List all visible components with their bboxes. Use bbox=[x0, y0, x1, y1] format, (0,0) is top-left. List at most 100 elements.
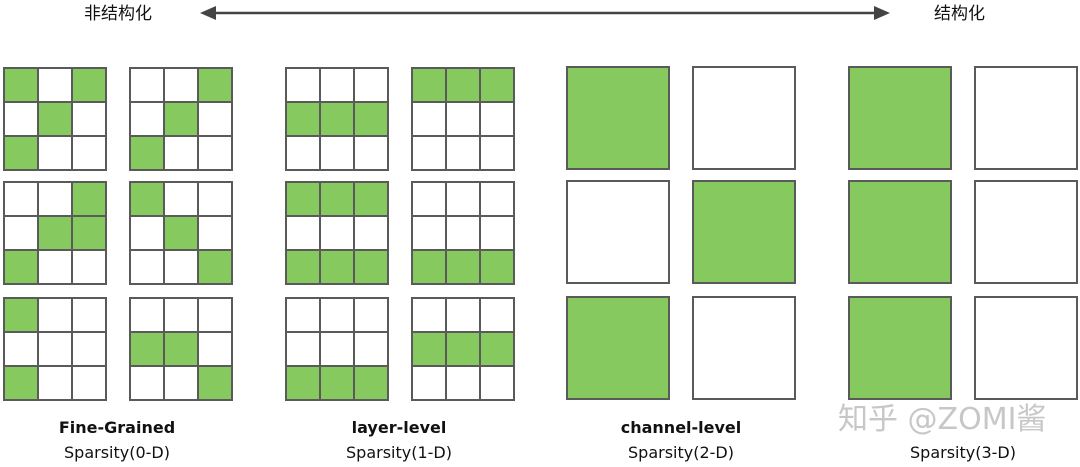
pruned-weight-cell bbox=[411, 101, 447, 137]
pruned-weight-cell bbox=[197, 181, 233, 217]
kept-weight-cell bbox=[129, 135, 165, 171]
pruned-weight-cell bbox=[353, 215, 389, 251]
pruned-filter-level-block bbox=[974, 296, 1078, 400]
group-title-layer-level: layer-level bbox=[351, 418, 447, 437]
pruned-weight-cell bbox=[319, 297, 355, 333]
group-title-fine-grained: Fine-Grained bbox=[58, 418, 176, 437]
pruned-filter-level-block bbox=[974, 66, 1078, 170]
pruned-weight-cell bbox=[445, 135, 481, 171]
pruned-weight-cell bbox=[3, 215, 39, 251]
pruned-weight-cell bbox=[445, 297, 481, 333]
pruned-weight-cell bbox=[71, 331, 107, 367]
kept-weight-cell bbox=[353, 101, 389, 137]
unstructured-label: 非结构化 bbox=[84, 4, 152, 24]
pruned-weight-cell bbox=[37, 365, 73, 401]
kept-weight-cell bbox=[71, 181, 107, 217]
pruned-weight-cell bbox=[479, 135, 515, 171]
kept-weight-cell bbox=[285, 365, 321, 401]
kept-filter-level-block bbox=[848, 66, 952, 170]
layer-level-kernel bbox=[410, 296, 515, 401]
kept-weight-cell bbox=[3, 365, 39, 401]
pruned-weight-cell bbox=[319, 215, 355, 251]
pruned-weight-cell bbox=[479, 297, 515, 333]
layer-level-kernel bbox=[410, 66, 515, 171]
pruned-weight-cell bbox=[163, 249, 199, 285]
pruned-weight-cell bbox=[353, 67, 389, 103]
kept-weight-cell bbox=[353, 249, 389, 285]
fine-grained-kernel bbox=[2, 180, 107, 285]
kept-weight-cell bbox=[445, 249, 481, 285]
pruned-weight-cell bbox=[445, 101, 481, 137]
pruned-weight-cell bbox=[129, 249, 165, 285]
kept-weight-cell bbox=[353, 365, 389, 401]
pruned-weight-cell bbox=[71, 365, 107, 401]
pruned-weight-cell bbox=[129, 101, 165, 137]
pruned-weight-cell bbox=[411, 297, 447, 333]
pruned-weight-cell bbox=[411, 215, 447, 251]
layer-level-kernel bbox=[410, 180, 515, 285]
kept-weight-cell bbox=[3, 297, 39, 333]
pruned-weight-cell bbox=[3, 331, 39, 367]
group-subtitle-filter-level: Sparsity(3-D) bbox=[910, 443, 1016, 462]
structured-label: 结构化 bbox=[934, 4, 985, 24]
pruned-weight-cell bbox=[163, 181, 199, 217]
pruned-weight-cell bbox=[285, 215, 321, 251]
kept-weight-cell bbox=[319, 101, 355, 137]
kept-weight-cell bbox=[71, 67, 107, 103]
kept-weight-cell bbox=[411, 67, 447, 103]
kept-weight-cell bbox=[319, 365, 355, 401]
kept-weight-cell bbox=[445, 331, 481, 367]
layer-level-kernel bbox=[284, 66, 389, 171]
pruned-weight-cell bbox=[163, 297, 199, 333]
pruned-weight-cell bbox=[37, 181, 73, 217]
kept-weight-cell bbox=[445, 67, 481, 103]
fine-grained-kernel bbox=[128, 180, 233, 285]
kept-weight-cell bbox=[163, 331, 199, 367]
pruned-channel-level-block bbox=[692, 296, 796, 400]
kept-channel-level-block bbox=[692, 180, 796, 284]
kept-weight-cell bbox=[129, 331, 165, 367]
pruned-weight-cell bbox=[163, 365, 199, 401]
kept-weight-cell bbox=[479, 331, 515, 367]
pruned-weight-cell bbox=[445, 215, 481, 251]
fine-grained-kernel bbox=[2, 296, 107, 401]
pruned-weight-cell bbox=[71, 101, 107, 137]
fine-grained-kernel bbox=[128, 66, 233, 171]
pruned-weight-cell bbox=[129, 365, 165, 401]
kept-weight-cell bbox=[3, 67, 39, 103]
pruned-weight-cell bbox=[445, 365, 481, 401]
pruned-weight-cell bbox=[37, 331, 73, 367]
kept-channel-level-block bbox=[566, 296, 670, 400]
pruned-weight-cell bbox=[37, 249, 73, 285]
pruned-weight-cell bbox=[129, 297, 165, 333]
pruned-weight-cell bbox=[37, 297, 73, 333]
pruned-weight-cell bbox=[163, 67, 199, 103]
pruned-weight-cell bbox=[37, 67, 73, 103]
pruned-weight-cell bbox=[71, 297, 107, 333]
pruned-weight-cell bbox=[285, 331, 321, 367]
fine-grained-kernel bbox=[2, 66, 107, 171]
pruned-weight-cell bbox=[129, 215, 165, 251]
kept-weight-cell bbox=[3, 249, 39, 285]
kept-weight-cell bbox=[285, 249, 321, 285]
pruned-weight-cell bbox=[3, 181, 39, 217]
kept-weight-cell bbox=[129, 181, 165, 217]
pruned-weight-cell bbox=[479, 365, 515, 401]
kept-weight-cell bbox=[37, 101, 73, 137]
kept-weight-cell bbox=[285, 181, 321, 217]
pruned-weight-cell bbox=[445, 181, 481, 217]
kept-weight-cell bbox=[411, 331, 447, 367]
pruned-weight-cell bbox=[129, 67, 165, 103]
pruned-weight-cell bbox=[319, 331, 355, 367]
pruned-channel-level-block bbox=[566, 180, 670, 284]
kept-weight-cell bbox=[37, 215, 73, 251]
layer-level-kernel bbox=[284, 180, 389, 285]
group-title-channel-level: channel-level bbox=[620, 418, 742, 437]
pruned-weight-cell bbox=[319, 67, 355, 103]
pruned-weight-cell bbox=[197, 331, 233, 367]
kept-weight-cell bbox=[479, 67, 515, 103]
pruned-weight-cell bbox=[197, 215, 233, 251]
pruned-weight-cell bbox=[71, 249, 107, 285]
